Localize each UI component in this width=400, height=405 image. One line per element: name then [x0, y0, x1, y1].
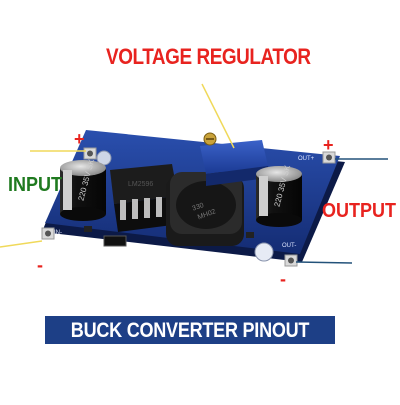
voltage-regulator-label: VOLTAGE REGULATOR: [106, 44, 311, 69]
input-minus-sign: -: [37, 255, 43, 275]
pad-input-minus: [41, 227, 55, 240]
mount-hole-right: [254, 242, 274, 262]
chip-marking: LM2596: [128, 181, 153, 188]
regulator-chip: LM2596: [110, 164, 180, 232]
pad-input-plus: [83, 147, 97, 160]
pad-label-in-minus: IN-: [54, 230, 62, 236]
output-minus-sign: -: [280, 269, 286, 289]
smd-resistor-right: [246, 232, 254, 238]
pad-output-minus: [284, 254, 298, 267]
pinout-banner: BUCK CONVERTER PINOUT: [45, 316, 335, 344]
leader-input-minus: [0, 240, 43, 248]
capacitor-input: 220 35V SK: [60, 158, 106, 221]
inductor: 330 MH02: [166, 172, 244, 246]
input-label: INPUT: [8, 174, 62, 196]
pad-label-out-plus: OUT+: [298, 156, 315, 162]
capacitor-output: 220 35V SK: [256, 164, 302, 227]
output-label: OUTPUT: [322, 200, 396, 222]
inductor-marking: 330: [191, 202, 204, 213]
leader-output-minus: [295, 261, 353, 264]
output-plus-sign: +: [323, 135, 334, 155]
smd-diode: [103, 235, 127, 247]
smd-resistor-left: [84, 226, 92, 232]
trimmer-potentiometer: [200, 132, 268, 186]
banner-title: BUCK CONVERTER PINOUT: [70, 319, 310, 342]
pad-label-out-minus: OUT-: [282, 243, 296, 249]
input-plus-sign: +: [74, 129, 85, 149]
leader-regulator: [201, 83, 235, 149]
pad-output-plus: [322, 151, 336, 164]
